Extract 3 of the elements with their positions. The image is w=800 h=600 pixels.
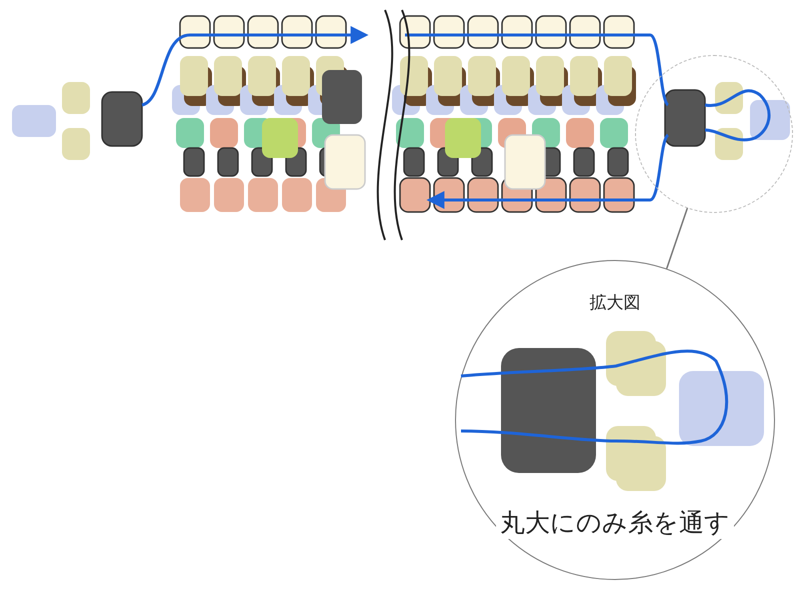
magnified-view-heading: 拡大図: [588, 292, 642, 314]
magnified-area-circle: [635, 55, 793, 213]
leader-line: [666, 208, 688, 269]
